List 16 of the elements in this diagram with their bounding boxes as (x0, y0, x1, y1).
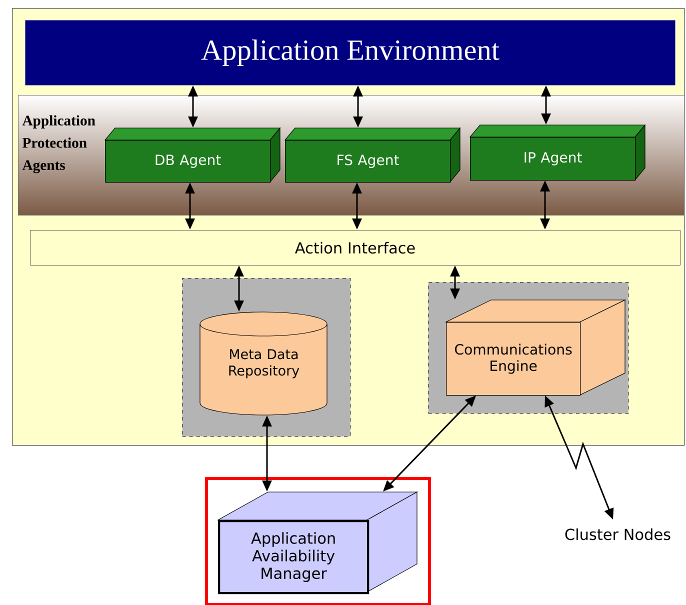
arrow (188, 86, 198, 128)
arrow (185, 182, 195, 230)
arrow (540, 180, 550, 230)
arrow (383, 396, 476, 492)
database-cylinder: Meta Data Repository (200, 312, 328, 416)
node-label: Cluster Nodes (565, 528, 670, 540)
arrow (541, 86, 551, 124)
arrow (234, 266, 244, 312)
arrow (352, 182, 362, 230)
highlight-frame (205, 477, 432, 605)
banner-box: Application Environment (25, 20, 676, 86)
arrow (544, 396, 614, 520)
arrow (353, 86, 363, 128)
interface-bar: Action Interface (30, 230, 680, 266)
arrow (450, 266, 460, 300)
arrow (262, 416, 272, 492)
